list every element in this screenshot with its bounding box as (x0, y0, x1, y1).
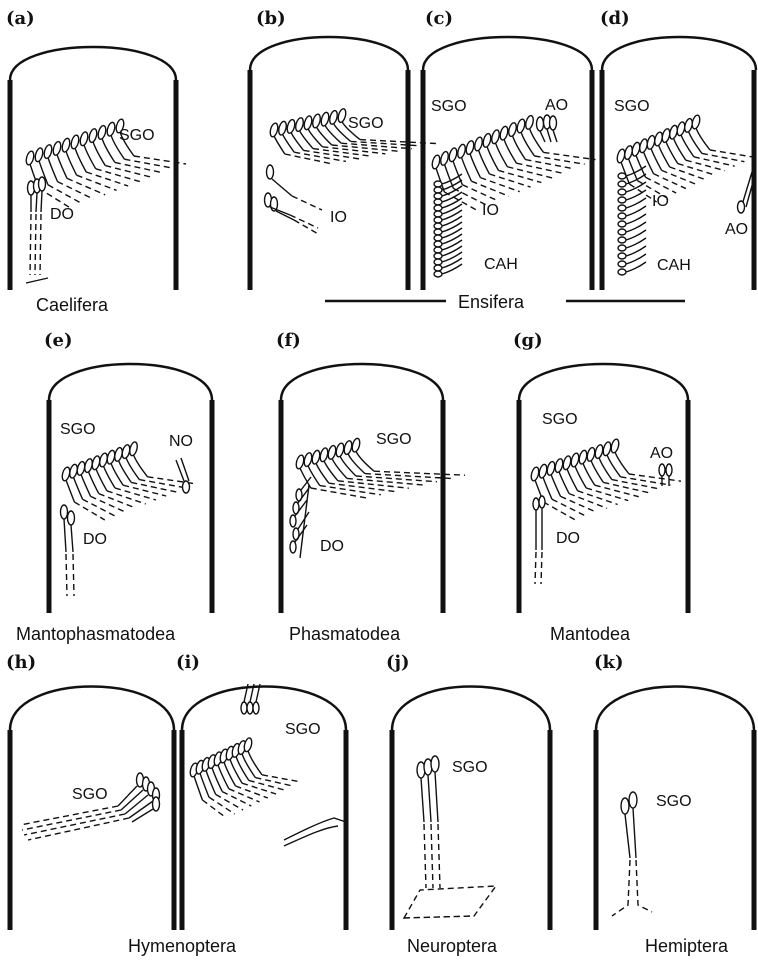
label-io-d: IO (652, 193, 669, 210)
subgenual-organ-h (20, 773, 160, 840)
crista-acustica-c (434, 174, 462, 277)
label-cah-c: CAH (484, 256, 518, 273)
label-sgo-j: SGO (452, 759, 488, 776)
panel-d: (d) SGO IO AO CAH (600, 8, 756, 290)
label-sgo-a: SGO (119, 127, 155, 144)
leg-outline-h (10, 687, 174, 731)
panel-label-g: (g) (513, 330, 543, 351)
panel-label-a: (a) (6, 8, 35, 29)
panel-g: (g) SGO AO DO Mantodea (513, 330, 688, 644)
taxon-mantophasmatodea: Mantophasmatodea (16, 624, 176, 644)
leg-outline-k (596, 687, 754, 731)
label-sgo-f: SGO (376, 431, 412, 448)
group-ensifera: Ensifera (458, 292, 525, 312)
panel-label-e: (e) (44, 330, 73, 351)
label-sgo-i: SGO (285, 721, 321, 738)
label-do-a: DO (50, 206, 74, 223)
label-do-g: DO (556, 530, 580, 547)
label-ao-d: AO (725, 221, 748, 238)
distal-organ-f (290, 477, 311, 558)
distal-organ-a (26, 177, 48, 283)
panel-label-c: (c) (425, 8, 453, 29)
taxon-mantodea: Mantodea (550, 624, 631, 644)
panel-e: (e) SGO NO DO Mantophasmatodea (16, 330, 212, 644)
leg-outline-g (519, 364, 688, 400)
leg-outline-f (281, 364, 443, 400)
panel-b: (b) SGO IO (250, 8, 438, 290)
leg-outline-i (182, 687, 346, 731)
label-do-e: DO (83, 531, 107, 548)
taxon-phasmatodea: Phasmatodea (289, 624, 401, 644)
ensifera-group: Ensifera (325, 292, 685, 312)
label-ao-g: AO (650, 445, 673, 462)
leg-outline-e (49, 364, 212, 400)
panel-label-i: (i) (176, 652, 200, 673)
label-ao-c: AO (545, 97, 568, 114)
taxon-caelifera: Caelifera (36, 295, 109, 315)
panel-label-f: (f) (276, 330, 301, 351)
subgenual-organ-d (616, 114, 754, 202)
distal-organ-g (533, 496, 545, 584)
label-cah-d: CAH (657, 257, 691, 274)
panel-c: (c) SGO AO IO CAH (423, 8, 596, 290)
distal-organ-e (61, 505, 75, 596)
label-no-e: NO (169, 433, 193, 450)
panel-a: (a) SGO DO Caelifera (6, 8, 186, 315)
label-sgo-b: SGO (348, 115, 384, 132)
taxon-neuroptera: Neuroptera (407, 936, 498, 956)
label-do-f: DO (320, 538, 344, 555)
group-hymenoptera: Hymenoptera (128, 936, 237, 956)
label-sgo-h: SGO (72, 786, 108, 803)
panel-j: (j) SGO Neuroptera (386, 652, 550, 956)
intermediate-organ-b (265, 165, 323, 235)
panel-i: (i) SGO Hymenoptera (128, 652, 346, 956)
label-sgo-e: SGO (60, 421, 96, 438)
accessory-organ-c (537, 115, 558, 142)
leg-outline-c (423, 37, 592, 70)
subgenual-organ-i (189, 737, 301, 818)
panel-label-b: (b) (256, 8, 286, 29)
label-io-c: IO (482, 202, 499, 219)
panel-f: (f) SGO DO Phasmatodea (276, 330, 465, 644)
accessory-organ-g (659, 464, 672, 486)
subgenual-organ-a (25, 118, 186, 208)
leg-outline-b (250, 37, 408, 70)
taxon-hemiptera: Hemiptera (645, 936, 729, 956)
label-sgo-c: SGO (431, 98, 467, 115)
label-sgo-d: SGO (614, 98, 650, 115)
panel-h: (h) SGO (6, 652, 174, 930)
label-sgo-g: SGO (542, 411, 578, 428)
subgenual-organ-e (61, 441, 197, 520)
subgenual-organ-k (612, 792, 652, 916)
novel-organ-e (176, 458, 190, 493)
panel-label-h: (h) (6, 652, 36, 673)
tendon-i (284, 818, 346, 846)
panel-label-j: (j) (386, 652, 410, 673)
leg-outline-d (602, 37, 756, 70)
label-io-b: IO (330, 209, 347, 226)
leg-outline-a (10, 47, 176, 80)
panel-k: (k) SGO Hemiptera (594, 652, 754, 956)
subgenual-organ-j (404, 756, 496, 918)
panel-label-d: (d) (600, 8, 630, 29)
label-sgo-k: SGO (656, 793, 692, 810)
leg-outline-j (392, 687, 550, 731)
panel-label-k: (k) (594, 652, 624, 673)
